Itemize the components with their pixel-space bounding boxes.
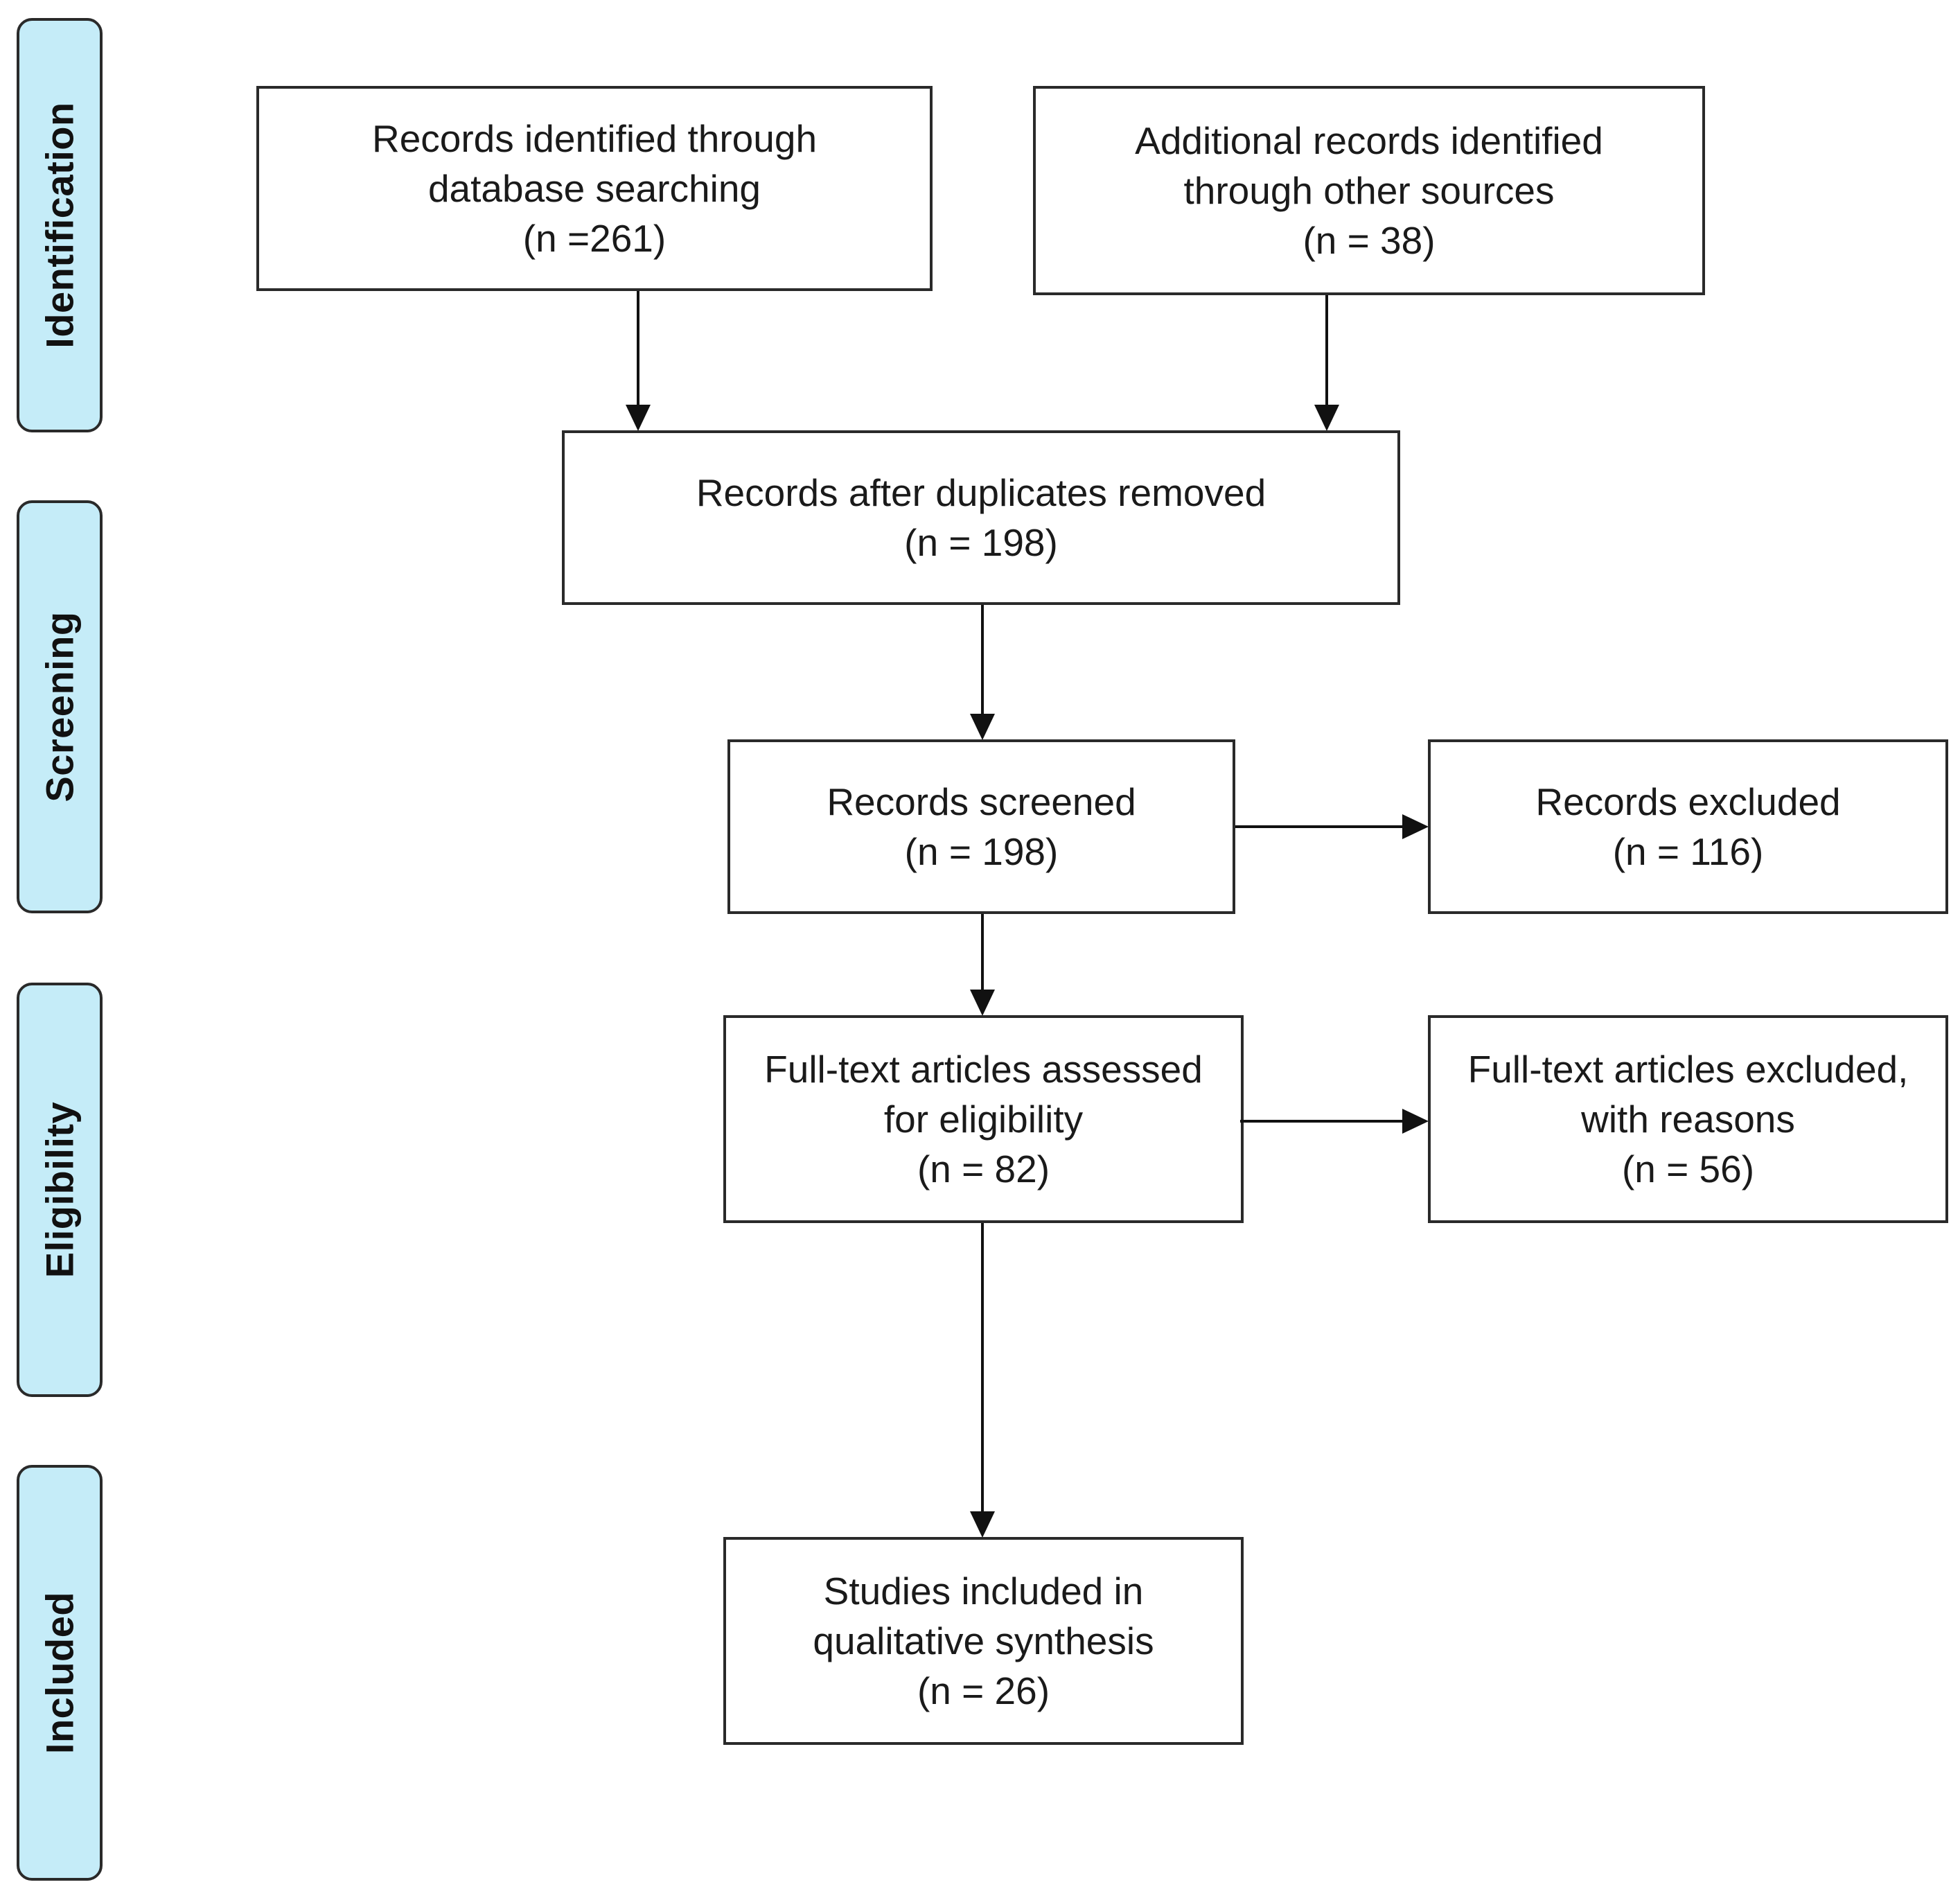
- box-duplicates-removed-line1: Records after duplicates removed: [696, 471, 1266, 514]
- arrow-other-to-duplicates: [1314, 295, 1339, 431]
- arrow-database-to-duplicates: [626, 291, 651, 431]
- box-fulltext-excluded-count: (n = 56): [1621, 1148, 1755, 1190]
- box-fulltext-excluded: Full-text articles excluded, with reason…: [1428, 1015, 1948, 1223]
- box-fulltext-excluded-line1: Full-text articles excluded,: [1467, 1048, 1909, 1091]
- box-duplicates-removed-count: (n = 198): [904, 521, 1058, 564]
- box-records-screened-count: (n = 198): [904, 830, 1059, 873]
- box-studies-included-line1: Studies included in: [823, 1570, 1144, 1613]
- box-database-records: Records identified through database sear…: [256, 86, 933, 291]
- stage-identification: Identification: [17, 18, 103, 432]
- box-records-excluded-line1: Records excluded: [1535, 780, 1841, 823]
- arrow-screened-to-fulltext: [970, 914, 995, 1016]
- arrow-screened-to-excluded: [1235, 814, 1429, 839]
- box-studies-included: Studies included in qualitative synthesi…: [723, 1537, 1244, 1745]
- box-other-sources-line2: through other sources: [1183, 169, 1555, 212]
- box-studies-included-count: (n = 26): [917, 1669, 1050, 1712]
- box-studies-included-line2: qualitative synthesis: [813, 1619, 1154, 1662]
- box-records-screened-line1: Records screened: [827, 780, 1136, 823]
- arrow-fulltext-to-excluded: [1240, 1109, 1429, 1134]
- stage-eligibility: Eligibility: [17, 983, 103, 1397]
- box-database-records-line1: Records identified through: [371, 117, 818, 160]
- box-fulltext-assessed-line1: Full-text articles assessed: [764, 1048, 1203, 1091]
- box-fulltext-assessed-count: (n = 82): [917, 1148, 1050, 1190]
- box-fulltext-excluded-line2: with reasons: [1581, 1098, 1795, 1141]
- box-records-excluded: Records excluded (n = 116): [1428, 739, 1948, 914]
- box-records-excluded-count: (n = 116): [1612, 830, 1764, 873]
- box-duplicates-removed: Records after duplicates removed (n = 19…: [562, 430, 1400, 605]
- box-database-records-line2: database searching: [427, 167, 761, 210]
- box-other-sources-line1: Additional records identified: [1135, 119, 1603, 162]
- box-database-records-count: (n =261): [522, 217, 666, 260]
- arrow-fulltext-to-included: [970, 1223, 995, 1538]
- box-other-sources: Additional records identified through ot…: [1033, 86, 1705, 295]
- arrow-duplicates-to-screened: [970, 605, 995, 740]
- box-records-screened: Records screened (n = 198): [727, 739, 1235, 914]
- stage-screening: Screening: [17, 500, 103, 913]
- box-other-sources-count: (n = 38): [1303, 219, 1436, 262]
- box-fulltext-assessed-line2: for eligibility: [883, 1098, 1084, 1141]
- stage-included: Included: [17, 1465, 103, 1881]
- box-fulltext-assessed: Full-text articles assessed for eligibil…: [723, 1015, 1244, 1223]
